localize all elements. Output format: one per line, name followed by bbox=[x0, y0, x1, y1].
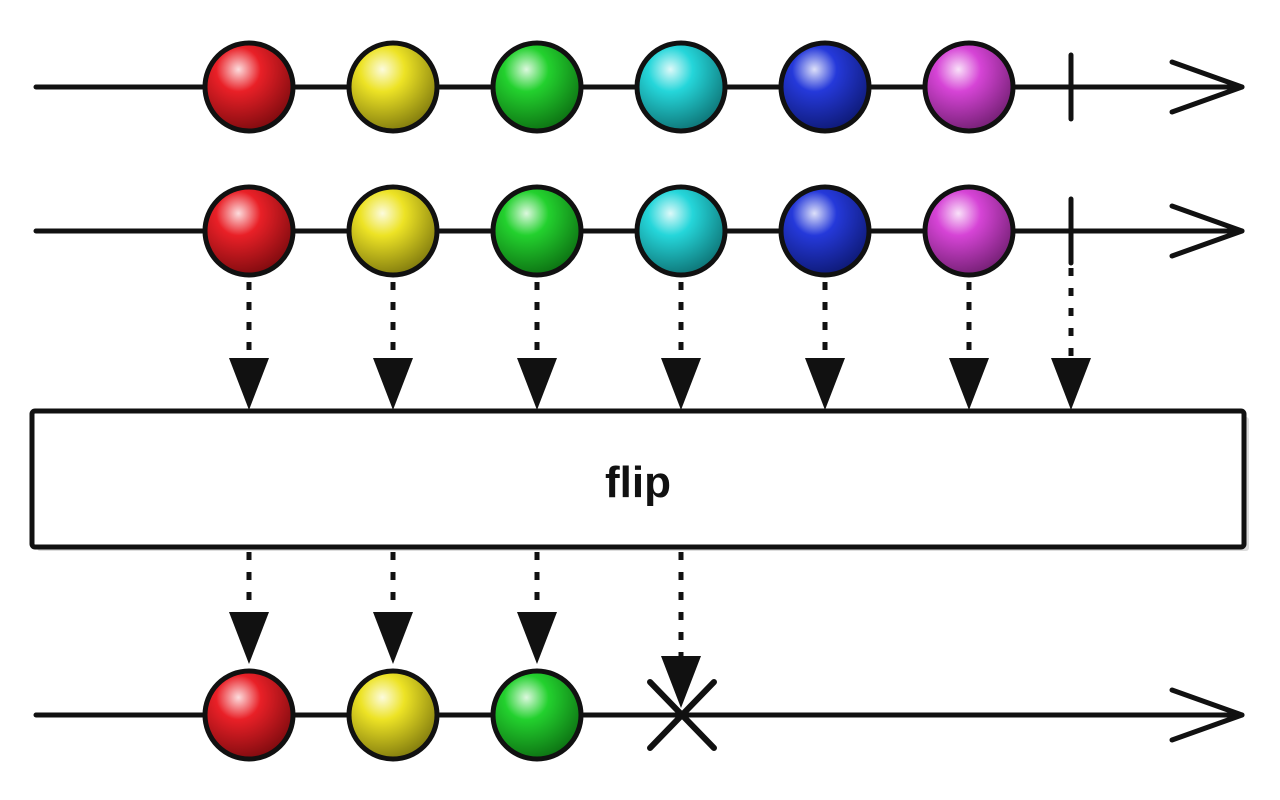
timeline-arrowhead bbox=[1169, 203, 1245, 259]
dotted-arrow-in bbox=[949, 282, 989, 410]
dotted-arrow-in bbox=[229, 282, 269, 410]
dotted-arrow-in bbox=[661, 282, 701, 410]
marbles-group bbox=[202, 668, 584, 762]
marble-magenta bbox=[922, 184, 1016, 278]
timeline-source-b bbox=[33, 184, 1245, 278]
operator-box: flip bbox=[29, 408, 1249, 551]
marble-cyan bbox=[634, 184, 728, 278]
dotted-arrow-in bbox=[373, 282, 413, 410]
marble-magenta bbox=[922, 40, 1016, 134]
marble-cyan bbox=[634, 40, 728, 134]
dotted-arrow-out bbox=[229, 552, 269, 664]
marbles-group bbox=[202, 184, 1016, 278]
timeline-arrowhead bbox=[1169, 687, 1245, 743]
marble-red bbox=[202, 184, 296, 278]
marbles-group bbox=[202, 40, 1016, 134]
operator-label: flip bbox=[605, 458, 671, 507]
input-arrows bbox=[229, 268, 1091, 410]
marble-yellow bbox=[346, 184, 440, 278]
marble-blue bbox=[778, 184, 872, 278]
error-marker bbox=[647, 679, 717, 751]
dotted-arrow-in bbox=[1051, 268, 1091, 410]
timeline-source-a bbox=[33, 40, 1245, 134]
marble-blue bbox=[778, 40, 872, 134]
marble-red bbox=[202, 40, 296, 134]
timeline-result bbox=[33, 668, 1245, 762]
dotted-arrow-in bbox=[805, 282, 845, 410]
marble-red bbox=[202, 668, 296, 762]
dotted-arrow-out bbox=[517, 552, 557, 664]
marble-yellow bbox=[346, 668, 440, 762]
dotted-arrow-out bbox=[373, 552, 413, 664]
marble-yellow bbox=[346, 40, 440, 134]
dotted-arrow-in bbox=[517, 282, 557, 410]
timeline-arrowhead bbox=[1169, 59, 1245, 115]
output-arrows bbox=[229, 552, 701, 708]
marble-green bbox=[490, 668, 584, 762]
marble-green bbox=[490, 184, 584, 278]
dotted-arrow-out bbox=[661, 552, 701, 708]
marble-green bbox=[490, 40, 584, 134]
